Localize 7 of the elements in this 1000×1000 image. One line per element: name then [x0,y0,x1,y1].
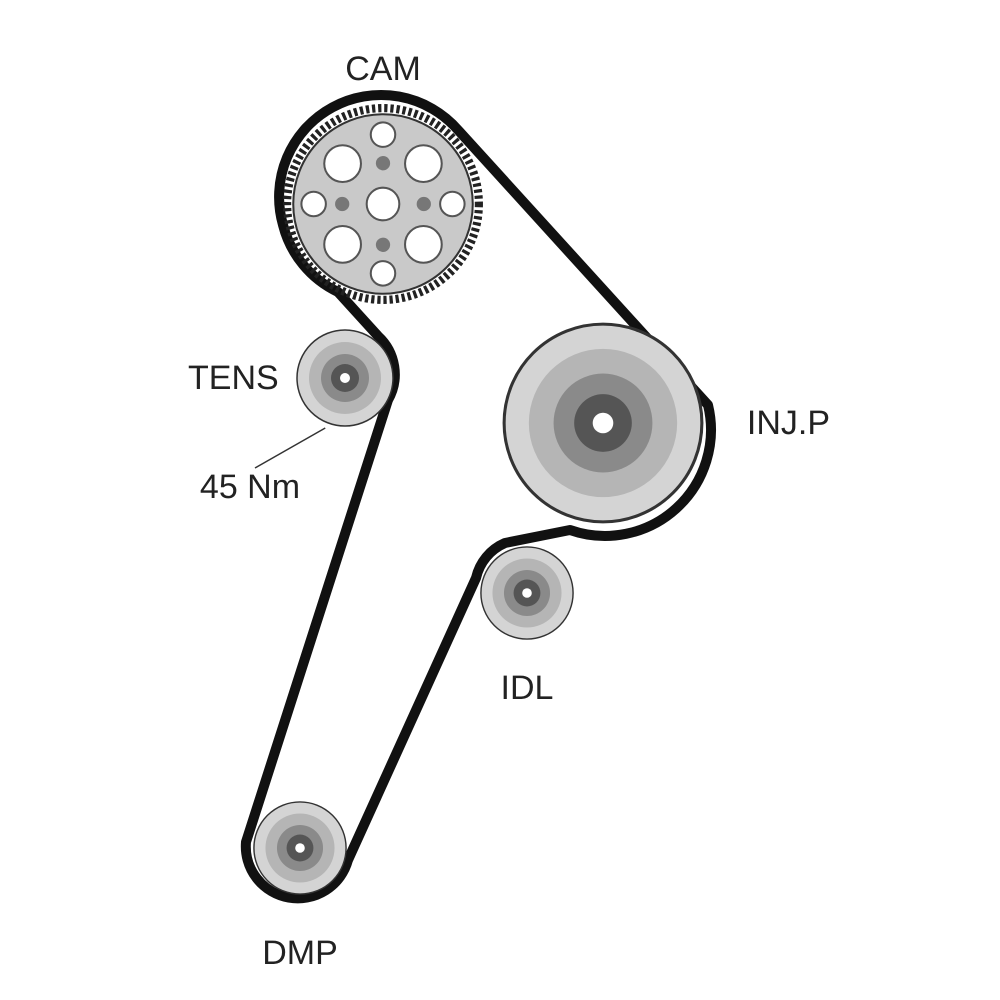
pulley-label: IDL [500,671,554,705]
pulley-label: TENS [188,361,279,395]
pulley-label: INJ.P [746,406,830,440]
pulley-label: CAM [345,52,421,86]
pulley-label: DMP [262,936,338,970]
pulley-label: 45 Nm [200,470,300,504]
leader-line [254,427,326,469]
